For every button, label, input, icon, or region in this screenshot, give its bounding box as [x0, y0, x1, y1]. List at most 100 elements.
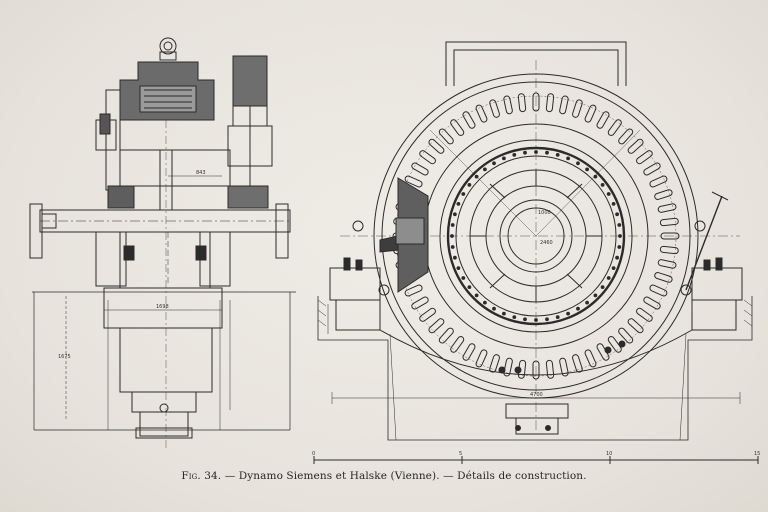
- side-section-view: [29, 37, 296, 450]
- rotor-bolt: [453, 255, 457, 260]
- figure-caption: Fig. 34. — Dynamo Siemens et Halske (Vie…: [0, 470, 768, 482]
- dim-left-mid: 1698: [156, 304, 169, 310]
- stator-slot: [659, 245, 679, 255]
- stator-slot: [404, 175, 423, 188]
- rotor-bolt: [576, 306, 580, 311]
- rotor-bolts: [450, 150, 622, 322]
- rotor-bolt: [483, 167, 487, 172]
- scale-mark-3: 15: [754, 451, 760, 457]
- rotor-bolt: [593, 293, 598, 298]
- dim-left-top: 843: [196, 170, 206, 176]
- scale-mark-1: 5: [459, 451, 462, 457]
- rotor-bolt: [502, 156, 506, 161]
- rotor-bolt: [545, 150, 549, 155]
- stator-slot: [618, 327, 634, 344]
- rotor-bolt: [467, 183, 472, 187]
- stator-slot: [649, 175, 668, 188]
- rotor-bolt: [617, 223, 622, 227]
- rotor-bolt: [453, 212, 457, 217]
- stator-slot: [657, 203, 677, 213]
- stator-slot: [545, 359, 555, 379]
- rotor-bolt: [483, 300, 487, 305]
- rotor-bolt: [566, 311, 570, 316]
- front-view: [317, 41, 753, 441]
- stator-slot: [489, 99, 500, 118]
- stator-slot: [607, 336, 622, 353]
- stator-slot: [503, 357, 513, 377]
- stator-slot: [627, 318, 644, 334]
- stator-slot: [584, 349, 597, 368]
- rotor-bolt: [474, 293, 479, 298]
- rotor-bolt: [600, 183, 605, 187]
- rotor-bolt: [467, 285, 472, 290]
- scale-mark-2: 10: [606, 451, 612, 457]
- rotor-bolt: [450, 223, 455, 227]
- caption-text: Dynamo Siemens et Halske (Vienne). — Dét…: [238, 470, 587, 482]
- rotor-bolt: [600, 285, 605, 290]
- rotor-bolt: [555, 153, 560, 157]
- stator-slot: [428, 318, 445, 334]
- stator-slot: [657, 259, 677, 269]
- scale-mark-0: 0: [312, 451, 315, 457]
- stator-slot: [643, 162, 661, 176]
- stator-slot: [411, 296, 429, 310]
- rotor-bolt: [611, 202, 616, 206]
- stator-slot: [596, 111, 610, 129]
- stator-slot: [450, 119, 465, 136]
- stator-slot: [649, 284, 668, 297]
- stator-slot: [517, 93, 527, 113]
- stator-slot: [489, 354, 500, 373]
- stator-slot: [475, 104, 488, 123]
- stator-slot: [618, 128, 634, 145]
- rotor-bolt: [512, 153, 517, 157]
- rotor-bolt: [617, 245, 622, 249]
- rotor-bolt: [492, 306, 496, 311]
- dim-right-center-a: 1000: [538, 210, 551, 216]
- rotor-bolt: [555, 315, 560, 320]
- rotor-bolt: [461, 192, 466, 196]
- rotor-bolt: [576, 161, 580, 166]
- rotor-bolt: [615, 255, 619, 260]
- stator-slot: [572, 99, 583, 118]
- stator-slot: [636, 150, 653, 165]
- rotor-bolt: [492, 161, 496, 166]
- stator-slot: [627, 138, 644, 154]
- stator-slot: [654, 189, 673, 200]
- rotor-bolt: [606, 276, 611, 280]
- stator-slot: [636, 307, 653, 322]
- dim-left-side: 1675: [58, 354, 71, 360]
- scale-bar: [313, 456, 759, 464]
- stator-slot: [607, 119, 622, 136]
- stator-slot: [438, 327, 454, 344]
- rotor-bolt: [461, 276, 466, 280]
- stator-slot: [659, 217, 679, 227]
- rotor-bolt: [615, 212, 619, 217]
- stator-slot: [438, 128, 454, 145]
- stator-slot: [411, 162, 429, 176]
- stator-slot: [584, 104, 597, 123]
- stator-slot: [462, 111, 476, 129]
- rotor-bolt: [456, 202, 461, 206]
- rotor-bolt: [606, 192, 611, 196]
- stator-slot: [428, 138, 445, 154]
- rotor-bolt: [502, 311, 506, 316]
- stator-slot: [559, 95, 569, 115]
- rotor-bolt: [585, 300, 589, 305]
- stator-slot: [404, 284, 423, 297]
- rotor-bolt: [566, 156, 570, 161]
- rotor-bolt: [585, 167, 589, 172]
- rotor-bolt: [456, 266, 461, 271]
- stator-slot: [419, 307, 436, 322]
- stator-slot: [462, 343, 476, 361]
- rotor-bolt: [523, 317, 527, 322]
- rotor-bolt: [523, 150, 527, 155]
- rotor-bolt: [450, 245, 455, 249]
- stator-slot: [545, 93, 555, 113]
- stator-slot: [503, 95, 513, 115]
- dim-right-bottom: 4700: [530, 392, 543, 398]
- rotor-bolt: [545, 317, 549, 322]
- stator-slot: [654, 272, 673, 283]
- figure-label: Fig. 34.: [181, 470, 222, 482]
